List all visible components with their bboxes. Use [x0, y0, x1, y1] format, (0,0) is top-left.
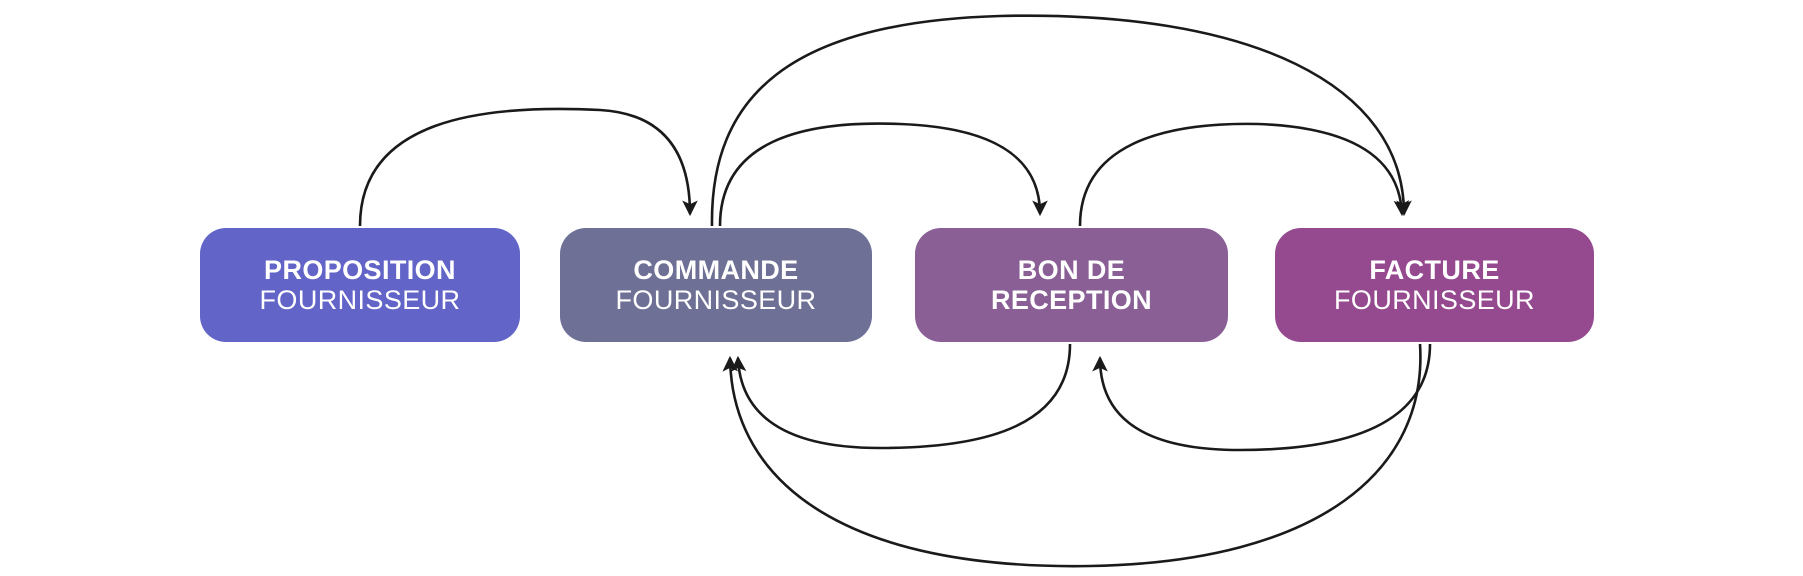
- node-facture[interactable]: FACTURE FOURNISSEUR: [1275, 228, 1594, 342]
- node-bon-de-reception[interactable]: BON DE RECEPTION: [915, 228, 1228, 342]
- node-proposition[interactable]: PROPOSITION FOURNISSEUR: [200, 228, 520, 342]
- node-commande[interactable]: COMMANDE FOURNISSEUR: [560, 228, 872, 342]
- edge-facture-to-bon-de-reception: [1092, 343, 1432, 452]
- edge-commande-to-facture: [710, 14, 1412, 227]
- node-bon-de-reception-line2: RECEPTION: [990, 285, 1153, 315]
- edge-bon-de-reception-to-facture: [1078, 122, 1410, 227]
- edge-commande-to-bon-de-reception: [718, 122, 1048, 227]
- edge-bon-de-reception-to-commande: [730, 343, 1072, 450]
- node-commande-line1: COMMANDE: [633, 254, 799, 285]
- edge-paths: [358, 14, 1432, 568]
- node-facture-line1: FACTURE: [1369, 254, 1500, 285]
- edge-facture-to-commande: [722, 343, 1422, 568]
- node-bon-de-reception-line1: BON DE: [1017, 254, 1126, 285]
- node-proposition-line1: PROPOSITION: [264, 254, 456, 285]
- edge-proposition-to-commande: [358, 107, 698, 227]
- node-proposition-line2: FOURNISSEUR: [259, 285, 461, 315]
- node-commande-line2: FOURNISSEUR: [615, 285, 817, 315]
- node-facture-line2: FOURNISSEUR: [1334, 285, 1535, 315]
